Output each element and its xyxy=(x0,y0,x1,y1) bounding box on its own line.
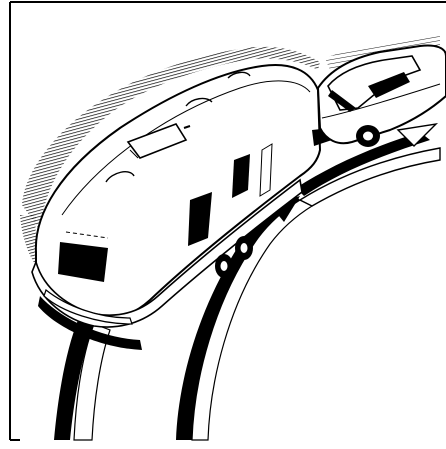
frame-border xyxy=(9,1,446,441)
travel-trailer xyxy=(31,64,332,350)
towing-car xyxy=(316,44,446,147)
